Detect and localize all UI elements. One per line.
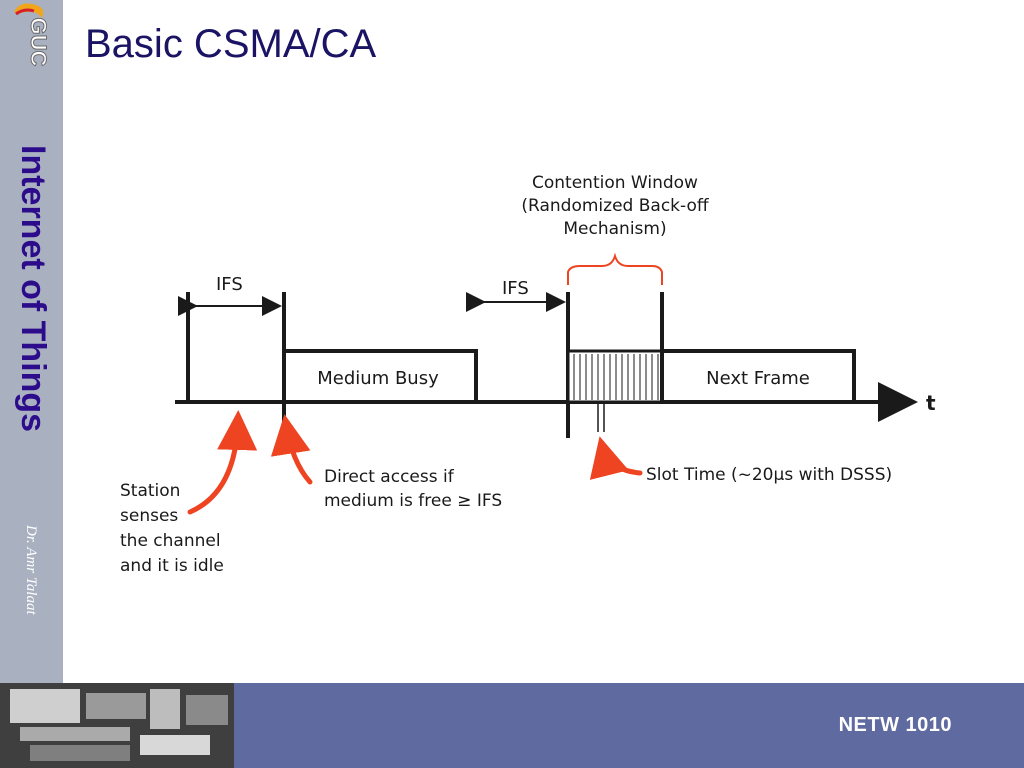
guc-logo: GUC [14, 3, 52, 67]
slide-title: Basic CSMA/CA [85, 22, 377, 66]
time-axis-label: t [926, 391, 936, 415]
footer-chip-photo [0, 683, 234, 768]
footer-band [234, 683, 1024, 768]
station-senses-line-3: the channel [120, 531, 221, 551]
station-senses-line-4: and it is idle [120, 556, 224, 576]
station-senses-line-2: senses [120, 506, 178, 526]
contention-window-line-2: (Randomized Back-off [521, 196, 709, 216]
slot-time-label: Slot Time (~20µs with DSSS) [646, 465, 892, 485]
course-name-vertical: Internet of Things [14, 145, 52, 432]
sidebar-divider [63, 0, 65, 683]
course-code: NETW 1010 [838, 714, 952, 736]
next-frame-label: Next Frame [706, 368, 810, 389]
next-frame-box [660, 349, 856, 404]
author-name: Dr. Amr Talaat [23, 525, 39, 615]
course-name: Internet of Things [14, 145, 52, 432]
station-senses-line-1: Station [120, 481, 180, 501]
direct-access-arrow [270, 414, 313, 485]
contention-window-line-3: Mechanism) [563, 219, 666, 239]
medium-busy-box [282, 349, 478, 404]
direct-access-line-1: Direct access if [324, 467, 455, 487]
slot-time-arrow [589, 436, 643, 480]
contention-window-brace [567, 252, 663, 285]
sidebar: GUC Internet of Things Dr. Amr Talaat [0, 0, 63, 683]
csma-ca-timing-diagram: t IFS Medium Busy IFS Contention Window … [120, 173, 936, 576]
backoff-slot-hatch [573, 354, 659, 400]
station-senses-arrow [187, 410, 258, 515]
backoff-slots-box [566, 349, 664, 404]
ifs-label: IFS [216, 274, 243, 295]
author-vertical: Dr. Amr Talaat [23, 525, 39, 615]
medium-busy-label: Medium Busy [317, 368, 439, 389]
ifs2-label: IFS [502, 278, 529, 299]
contention-window-line-1: Contention Window [532, 173, 698, 193]
logo-text: GUC [26, 18, 51, 67]
direct-access-line-2: medium is free ≥ IFS [324, 491, 502, 511]
